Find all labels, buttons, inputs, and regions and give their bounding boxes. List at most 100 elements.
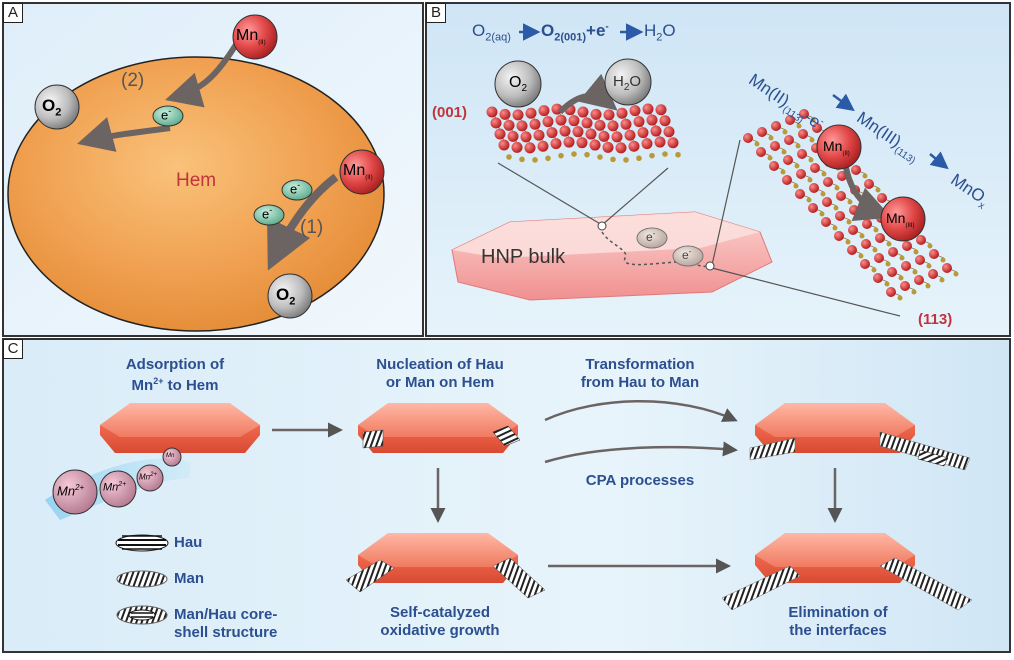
lattice-fe-atom — [532, 157, 538, 163]
lattice-atom — [771, 121, 781, 131]
mn2-label-b: Mn(II) — [823, 138, 850, 157]
path-2-label: (2) — [121, 70, 145, 91]
step4-caption: Self-catalyzed oxidative growth — [380, 604, 500, 639]
panel-label-a: A — [3, 3, 23, 23]
electron-a2 — [281, 179, 313, 201]
marker-113-point — [705, 261, 715, 271]
lattice-atom — [757, 127, 767, 137]
ion-label-c3: Mn2+ — [139, 472, 157, 482]
lattice-atom — [877, 193, 887, 203]
lattice-atom — [743, 133, 753, 143]
lattice-fe-atom — [636, 155, 642, 162]
lattice-atom — [529, 118, 541, 130]
lattice-atom — [581, 117, 593, 129]
electron-label-b1: e- — [646, 229, 656, 244]
lattice-atom — [770, 141, 780, 151]
lattice-atom — [559, 125, 571, 137]
lattice-fe-atom — [858, 253, 864, 259]
ion-label-c1: Mn2+ — [57, 483, 85, 499]
lattice-fe-atom — [884, 281, 890, 287]
lattice-atom — [585, 128, 597, 140]
step5-caption: Elimination of the interfaces — [788, 604, 888, 639]
lattice-fe-atom — [767, 155, 773, 161]
lattice-fe-atom — [558, 152, 564, 159]
step3-caption: Transformation from Hau to Man — [580, 356, 700, 391]
legend-man-symbol — [116, 570, 168, 588]
electron-a3 — [253, 204, 285, 226]
lattice-atom — [942, 263, 952, 273]
lattice-atom — [555, 114, 567, 126]
lattice-fe-atom — [926, 263, 932, 269]
lattice-atom — [864, 179, 874, 189]
man-rod-step4-left — [345, 559, 395, 593]
man-rod-step3-left — [749, 437, 796, 461]
lattice-atom — [901, 261, 911, 271]
hau-core-step3 — [917, 449, 949, 467]
mn-label-a-top: Mn(II) — [236, 27, 266, 47]
lattice-fe-atom — [610, 156, 616, 163]
o2-molecule-b — [494, 60, 542, 108]
lattice-fe-atom — [754, 141, 760, 147]
lattice-fe-atom — [871, 267, 877, 273]
step2-caption: Nucleation of Hau or Man on Hem — [376, 356, 504, 391]
lattice-fe-atom — [913, 249, 919, 255]
hau-nucleus — [492, 425, 521, 447]
lattice-fe-atom — [845, 239, 851, 245]
lattice-atom — [915, 255, 925, 265]
crystals — [100, 403, 973, 611]
lattice-atom — [576, 137, 588, 149]
lattice-fe-atom — [623, 157, 629, 163]
lattice-fe-atom — [897, 295, 903, 301]
cpa-caption: CPA processes — [585, 472, 695, 489]
lattice-fe-atom — [899, 255, 905, 261]
lattice-atom — [928, 269, 938, 279]
hem-crystal-step4 — [358, 533, 518, 583]
lattice-atom — [663, 126, 675, 138]
lattice-atom — [849, 205, 859, 215]
guide-001-right — [601, 167, 669, 226]
lattice-fe-atom — [794, 163, 800, 169]
arrow-path-1 — [267, 173, 339, 271]
electron-label-a3: e- — [262, 205, 273, 222]
lattice-atom — [602, 141, 614, 153]
panel-label-b: B — [426, 3, 446, 23]
lattice-atom — [812, 123, 822, 133]
lattice-atom — [848, 225, 858, 235]
lattice-atom — [607, 120, 619, 132]
ion-label-c4: Mn — [166, 453, 175, 459]
guide-113-top — [711, 139, 741, 266]
lattice-fe-atom — [597, 154, 603, 160]
lattice-fe-atom — [793, 183, 799, 189]
man-rod-step4-right — [492, 557, 546, 599]
lattice-atom — [507, 130, 519, 142]
lattice-atom — [524, 142, 536, 154]
lattice-atom — [795, 189, 805, 199]
h2o-label-b: H2O — [613, 73, 642, 93]
lattice-fe-atom — [832, 225, 838, 231]
mn-ion-c4 — [162, 447, 182, 467]
electron-a1 — [152, 105, 184, 127]
face-113-label: (113) — [918, 311, 953, 328]
man-rod-step5-left — [721, 565, 801, 611]
step1-caption: Adsorption of Mn2+ to Hem — [125, 356, 225, 394]
lattice-atom — [616, 107, 628, 119]
o2-molecule-a-left — [34, 84, 80, 130]
hem-crystal-step2 — [358, 403, 518, 453]
lattice-atom — [916, 235, 926, 245]
lattice-fe-atom — [847, 199, 853, 205]
hem-label: Hem — [176, 170, 217, 191]
legend-hau-label: Hau — [174, 534, 203, 551]
lattice-atom — [874, 253, 884, 263]
lattice-fe-atom — [768, 135, 774, 141]
lattice-fe-atom — [675, 151, 681, 158]
lattice-fe-atom — [810, 117, 816, 123]
lattice-atom — [615, 142, 627, 154]
lattice-atom — [861, 239, 871, 249]
lattice-fe-atom — [808, 157, 814, 163]
lattice-atom — [490, 117, 502, 129]
lattice-atom — [494, 128, 506, 140]
lattice-fe-atom — [662, 151, 668, 157]
o2-label-b: O2 — [509, 74, 528, 95]
lattice-atom — [798, 129, 808, 139]
lattice-atom — [511, 141, 523, 153]
